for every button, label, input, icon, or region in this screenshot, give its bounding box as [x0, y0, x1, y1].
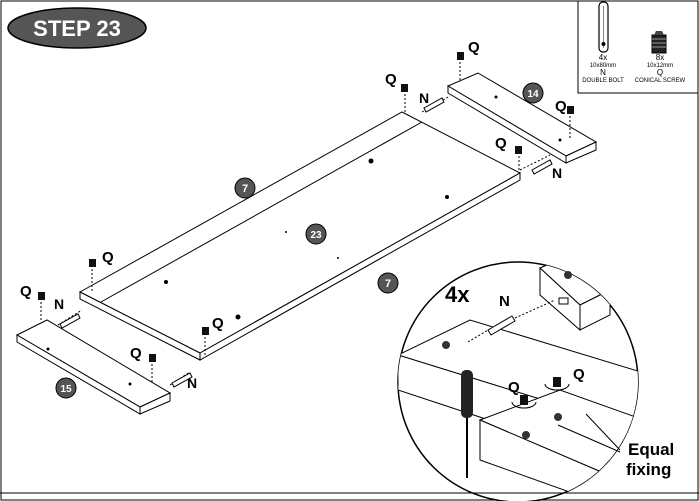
double-bolt-icon	[598, 1, 609, 53]
bolt-size: 10x80mm	[590, 63, 616, 69]
bolt-name: DOUBLE BOLT	[582, 78, 624, 84]
screw-name: CONICAL SCREW	[635, 78, 686, 84]
rotation-screw-icon	[511, 377, 570, 409]
svg-text:7: 7	[385, 278, 391, 290]
conical-screw-icon	[651, 31, 667, 54]
bolt-qty: 4x	[599, 53, 607, 62]
screwdriver-icon	[461, 370, 473, 478]
step-badge: STEP 23	[7, 7, 147, 49]
q-label: Q	[130, 345, 142, 362]
equal-fixing-line1: Equal	[628, 440, 674, 459]
parts-box: 4x 10x80mm N DOUBLE BOLT 8x 10x12mm Q CO…	[577, 0, 699, 94]
q-label: Q	[20, 283, 32, 300]
panel-badge-7-bottom: 7	[377, 272, 399, 294]
svg-text:14: 14	[527, 89, 539, 100]
q-label: Q	[555, 98, 567, 115]
detail-q-left: Q	[508, 379, 520, 396]
panel-7-top	[78, 111, 522, 361]
detail-q-right: Q	[573, 366, 585, 383]
q-label: Q	[102, 249, 114, 266]
panel-badge-23: 23	[305, 223, 327, 245]
n-bolt-icons	[59, 97, 553, 388]
screw-letter: Q	[657, 68, 663, 77]
q-screw-icons	[38, 52, 574, 362]
q-label: Q	[212, 315, 224, 332]
bolt-letter: N	[600, 68, 606, 77]
screw-size: 10x12mm	[647, 63, 673, 69]
equal-fixing-line2: fixing	[626, 460, 671, 479]
svg-text:15: 15	[60, 384, 72, 395]
detail-labels: 4x N Q Q Equal fixing	[445, 282, 674, 479]
panel-15	[15, 319, 172, 415]
detail-count: 4x	[445, 282, 470, 307]
svg-text:23: 23	[310, 230, 322, 241]
n-label: N	[187, 375, 197, 391]
panel-badge-14: 14	[522, 82, 544, 104]
n-label: N	[419, 90, 429, 106]
detail-n-label: N	[499, 293, 510, 310]
screw-qty: 8x	[656, 53, 664, 62]
n-label: N	[552, 165, 562, 181]
board-holes	[46, 95, 562, 386]
panel-badge-7-top: 7	[234, 177, 256, 199]
q-label: Q	[385, 71, 397, 88]
q-label: Q	[495, 135, 507, 152]
step-title: STEP 23	[33, 16, 121, 41]
callout-labels: Q Q N Q Q N Q Q N Q Q N	[20, 39, 567, 391]
svg-text:7: 7	[242, 183, 248, 195]
panel-badge-15: 15	[55, 377, 77, 399]
q-label: Q	[468, 39, 480, 56]
n-label: N	[54, 296, 64, 312]
panel-14	[446, 72, 598, 164]
